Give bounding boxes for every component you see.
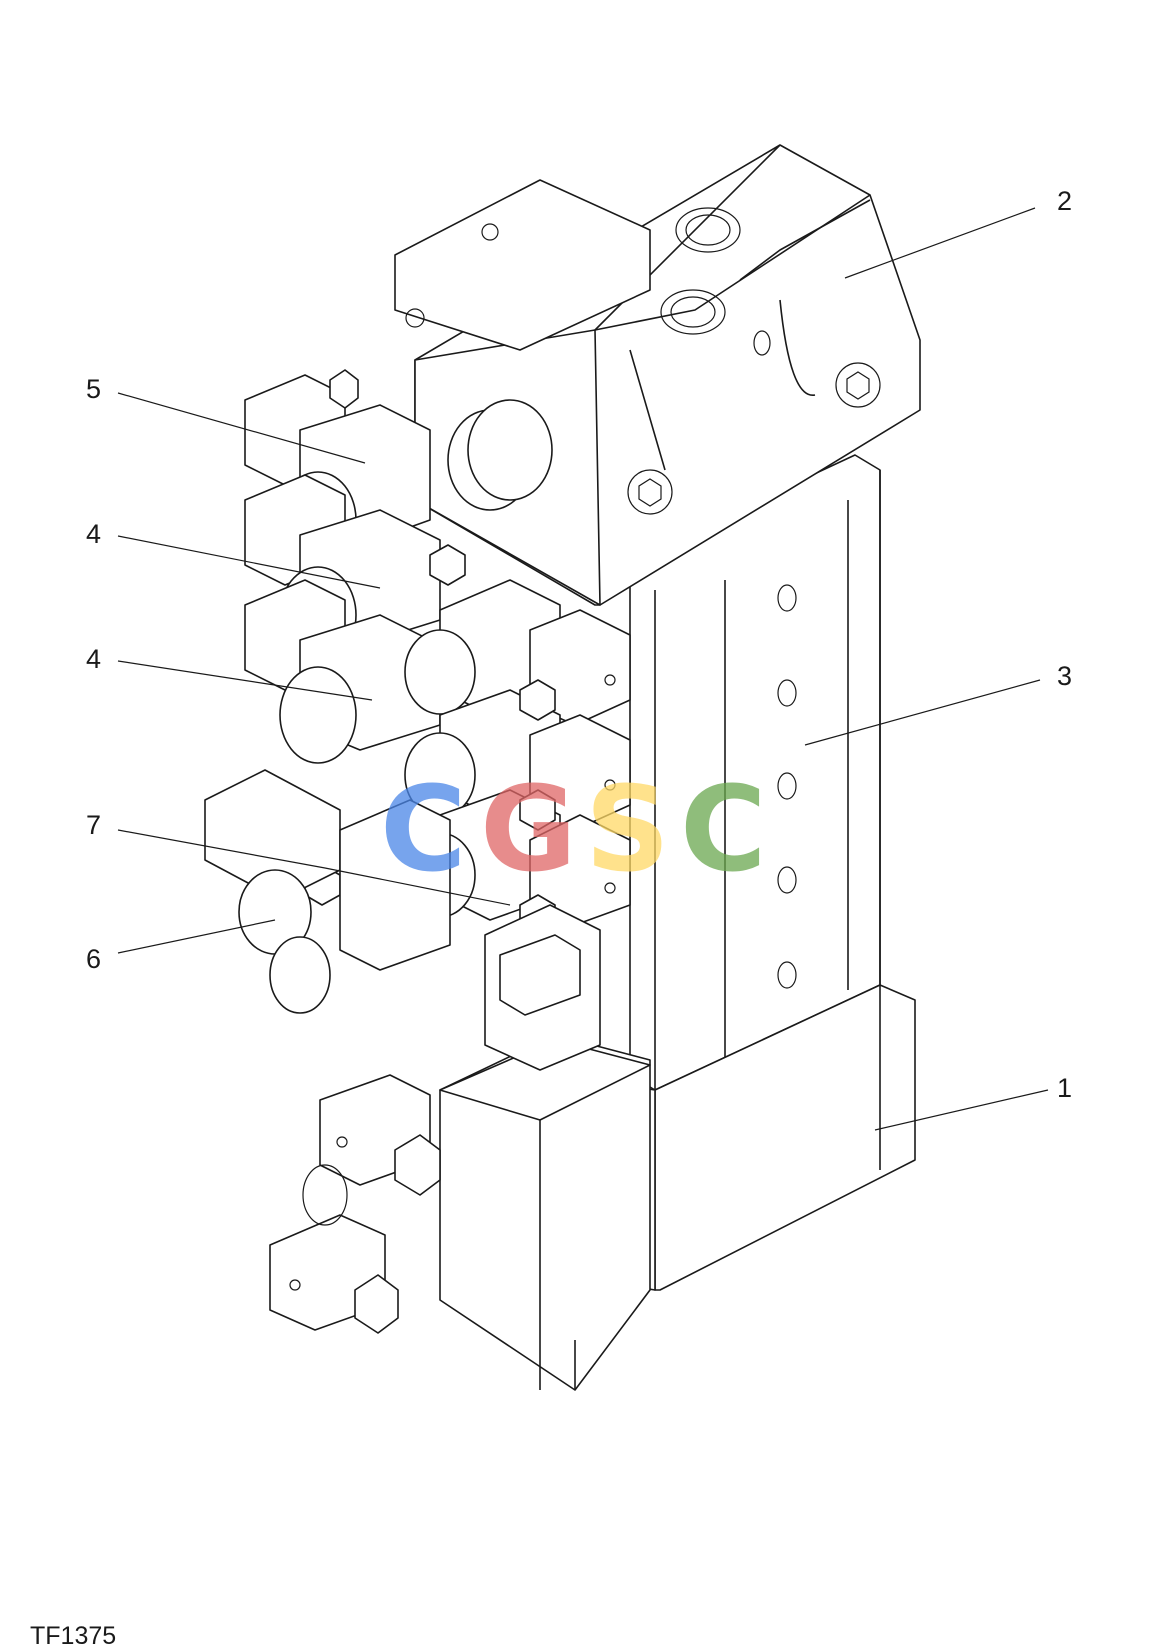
leader-lines	[117, 207, 1049, 1131]
watermark-letter-g: G	[480, 760, 577, 898]
leader-4a	[117, 535, 381, 589]
leader-5	[117, 392, 366, 464]
callouts: 1 2 3 4 4 5 6 7	[86, 186, 1072, 1103]
leader-7	[117, 829, 511, 906]
callout-7: 7	[86, 810, 101, 840]
callout-2: 2	[1057, 186, 1072, 216]
leader-3	[804, 679, 1041, 746]
watermark-letter-c2: C	[680, 760, 767, 898]
callout-6: 6	[86, 944, 101, 974]
watermark: C G S C	[380, 760, 767, 898]
leader-1	[874, 1089, 1049, 1131]
base-block	[269, 984, 916, 1391]
leader-2	[844, 207, 1036, 279]
watermark-letter-s: S	[585, 760, 670, 898]
head-block	[394, 144, 921, 606]
watermark-letter-c1: C	[380, 760, 467, 898]
callout-1: 1	[1057, 1073, 1072, 1103]
solenoid-stack	[204, 369, 631, 1071]
callout-5: 5	[86, 374, 101, 404]
callout-4-lower: 4	[86, 644, 101, 674]
callout-4-upper: 4	[86, 519, 101, 549]
figure-id: TF1375	[30, 1622, 117, 1650]
callout-3: 3	[1057, 661, 1072, 691]
leader-4b	[117, 660, 373, 701]
leader-6	[117, 919, 276, 954]
